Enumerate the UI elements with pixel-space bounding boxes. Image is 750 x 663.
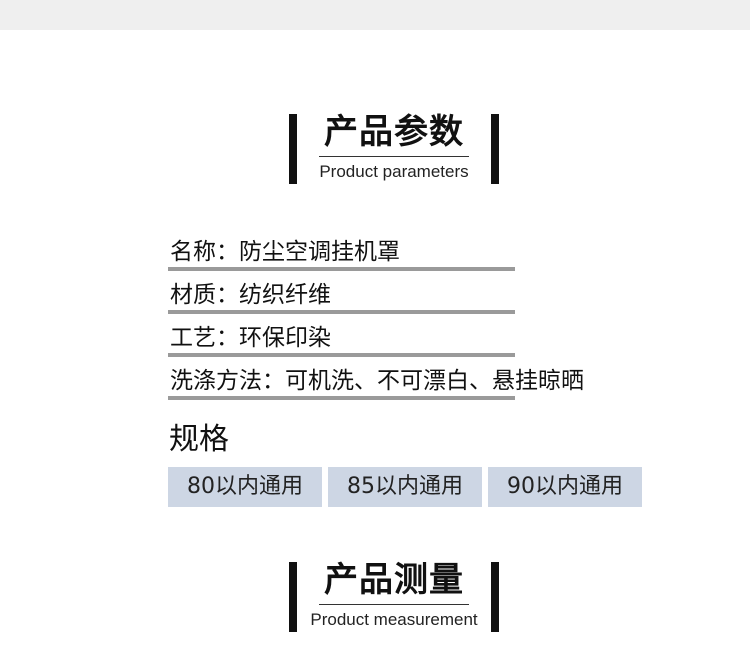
param-row-material: 材质：纺织纤维 [168,273,668,316]
heading-bar-left [289,114,297,184]
heading-title-en: Product parameters [319,162,469,181]
param-text: 工艺：环保印染 [170,325,331,351]
param-underline [168,353,515,357]
param-row-washing: 洗涤方法：可机洗、不可漂白、悬挂晾晒 [168,359,668,402]
heading-divider [319,156,469,157]
param-underline [168,310,515,314]
param-row-craft: 工艺：环保印染 [168,316,668,359]
spec-heading: 规格 [169,422,229,457]
param-row-name: 名称：防尘空调挂机罩 [168,230,668,273]
heading-bar-left [289,562,297,632]
heading-bar-right [491,114,499,184]
param-underline [168,267,515,271]
spec-option-80[interactable]: 80以内通用 [168,467,322,507]
spec-option-90[interactable]: 90以内通用 [488,467,642,507]
heading-title-cn: 产品测量 [324,560,464,600]
heading-bar-right [491,562,499,632]
section-heading-parameters: 产品参数 Product parameters [289,112,499,186]
param-text: 名称：防尘空调挂机罩 [170,239,400,265]
section-heading-measurement: 产品测量 Product measurement [289,560,499,634]
spec-option-85[interactable]: 85以内通用 [328,467,482,507]
param-text: 洗涤方法：可机洗、不可漂白、悬挂晾晒 [170,368,584,394]
param-underline [168,396,515,400]
heading-divider [319,604,469,605]
param-text: 材质：纺织纤维 [170,282,331,308]
heading-title-cn: 产品参数 [324,112,464,152]
heading-title-en: Product measurement [310,610,478,629]
param-list: 名称：防尘空调挂机罩 材质：纺织纤维 工艺：环保印染 洗涤方法：可机洗、不可漂白… [168,230,668,402]
top-band [0,0,750,30]
